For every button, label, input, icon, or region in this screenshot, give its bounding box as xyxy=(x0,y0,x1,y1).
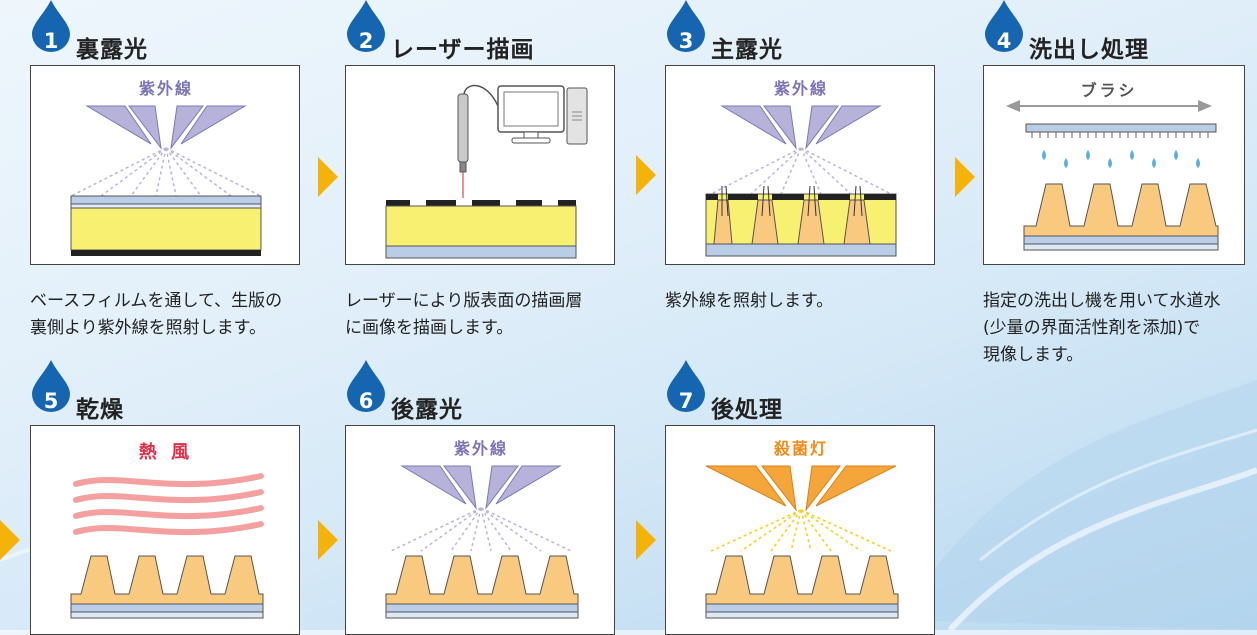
step-number: 2 xyxy=(358,29,374,53)
uv-label: 紫外線 xyxy=(139,79,193,98)
double-arrow-icon xyxy=(1006,100,1212,112)
plate-with-mask xyxy=(385,200,577,259)
step-1-caption: ベースフィルムを通して、生版の 裏側より紫外線を照射します。 xyxy=(30,288,320,342)
exposed-plate xyxy=(705,193,897,257)
uv-lamp-icon xyxy=(85,105,247,150)
step-title: 後処理 xyxy=(711,397,783,423)
step-number: 1 xyxy=(43,29,59,53)
flow-arrow-3 xyxy=(955,157,975,197)
caption-line: 紫外線を照射します。 xyxy=(665,291,834,311)
step-5: 5 乾燥 熱 風 xyxy=(30,360,310,635)
step-5-illustration: 熱 風 xyxy=(30,425,300,635)
relief-plate xyxy=(70,555,264,619)
step-3-illustration: 紫外線 xyxy=(665,65,935,265)
caption-line: ベースフィルムを通して、生版の xyxy=(30,291,283,311)
brush-label: ブラシ xyxy=(1081,81,1138,100)
step-number-drop-icon xyxy=(667,360,705,412)
step-number: 6 xyxy=(358,389,374,413)
computer-icon xyxy=(497,85,588,145)
raw-plate xyxy=(70,195,262,256)
flow-arrow-4 xyxy=(0,520,20,560)
step-2-caption: レーザーにより版表面の描画層 に画像を描画します。 xyxy=(345,288,635,342)
step-title: レーザー描画 xyxy=(391,37,535,63)
caption-line: 現像します。 xyxy=(983,345,1084,365)
step-4: 4 洗出し処理 ブラシ xyxy=(983,0,1257,630)
step-number-drop-icon xyxy=(667,0,705,52)
step-7: 7 後処理 殺菌灯 xyxy=(665,360,945,635)
step-4-caption: 指定の洗出し機を用いて水道水 (少量の界面活性剤を添加)で 現像します。 xyxy=(983,288,1257,369)
step-4-header: 4 洗出し処理 xyxy=(983,0,1257,70)
step-number-drop-icon xyxy=(985,0,1023,52)
uv-lamp-icon xyxy=(720,105,882,150)
relief-plate xyxy=(1023,183,1219,251)
caption-line: レーザーにより版表面の描画層 xyxy=(345,291,583,311)
step-title: 乾燥 xyxy=(76,397,124,423)
caption-line: (少量の界面活性剤を添加)で xyxy=(983,318,1201,338)
step-7-header: 7 後処理 xyxy=(665,360,945,430)
step-title: 洗出し処理 xyxy=(1029,37,1149,63)
ray-arrows xyxy=(721,185,863,217)
relief-plate xyxy=(385,555,579,619)
hot-air-waves-icon xyxy=(73,473,264,536)
step-6-illustration: 紫外線 xyxy=(345,425,615,635)
caption-line: 裏側より紫外線を照射します。 xyxy=(30,318,266,338)
step-number-drop-icon xyxy=(32,0,70,52)
brush-icon xyxy=(1025,123,1217,138)
caption-line: 指定の洗出し機を用いて水道水 xyxy=(983,291,1221,311)
germicidal-rays xyxy=(710,509,892,552)
laser-head-icon xyxy=(457,84,499,198)
uv-lamp-icon xyxy=(400,465,562,510)
uv-label: 紫外線 xyxy=(454,439,508,458)
flow-arrow-2 xyxy=(636,155,656,195)
hot-air-label: 熱 風 xyxy=(139,441,193,463)
flow-arrow-6 xyxy=(636,520,656,560)
step-3-caption: 紫外線を照射します。 xyxy=(665,288,955,315)
germicidal-lamp-label: 殺菌灯 xyxy=(773,439,828,458)
step-number-drop-icon xyxy=(32,360,70,412)
step-1-header: 1 裏露光 xyxy=(30,0,310,70)
step-6: 6 後露光 紫外線 xyxy=(345,360,625,635)
water-drops-icon xyxy=(1042,150,1200,168)
step-7-illustration: 殺菌灯 xyxy=(665,425,935,635)
flow-arrow-1 xyxy=(318,157,338,197)
step-3: 3 主露光 紫外線 xyxy=(665,0,945,630)
step-2: 2 レーザー描画 xyxy=(345,0,625,630)
step-1-illustration: 紫外線 xyxy=(30,65,300,265)
step-3-header: 3 主露光 xyxy=(665,0,945,70)
step-number-drop-icon xyxy=(347,0,385,52)
step-title: 裏露光 xyxy=(76,37,148,63)
flow-arrow-5 xyxy=(318,520,338,560)
relief-plate xyxy=(705,555,899,619)
step-number: 4 xyxy=(996,29,1012,53)
step-4-illustration: ブラシ xyxy=(983,65,1245,265)
step-2-header: 2 レーザー描画 xyxy=(345,0,625,70)
step-2-illustration xyxy=(345,65,615,265)
caption-line: に画像を描画します。 xyxy=(345,318,514,338)
step-title: 主露光 xyxy=(711,37,783,63)
step-number-drop-icon xyxy=(347,360,385,412)
germicidal-lamp-icon xyxy=(705,465,897,512)
step-number: 5 xyxy=(43,389,59,413)
uv-label: 紫外線 xyxy=(774,79,828,98)
uv-rays xyxy=(70,147,262,197)
step-5-header: 5 乾燥 xyxy=(30,360,310,430)
step-6-header: 6 後露光 xyxy=(345,360,625,430)
step-number: 7 xyxy=(678,389,694,413)
step-number: 3 xyxy=(678,29,694,53)
uv-rays xyxy=(710,147,892,195)
step-title: 後露光 xyxy=(391,397,463,423)
uv-rays xyxy=(390,507,572,552)
step-1: 1 裏露光 紫外線 ベースフ xyxy=(30,0,310,630)
